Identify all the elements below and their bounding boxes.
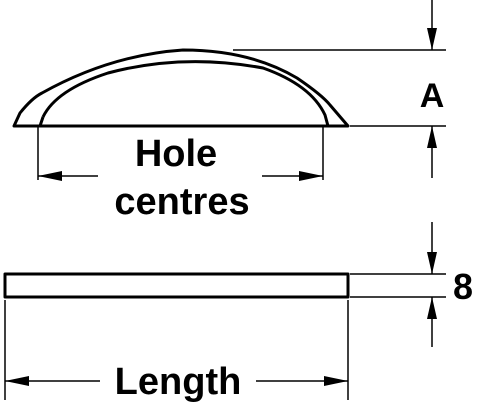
length-label: Length	[115, 361, 242, 403]
hole-centres-label-line1: Hole	[135, 133, 217, 175]
handle-side-bar	[3, 272, 350, 299]
handle-bow-outline	[12, 48, 350, 128]
dimension-a-label: A	[420, 77, 445, 115]
hole-centres-label-line2: centres	[114, 181, 249, 223]
dimension-a-arrows	[427, 0, 437, 178]
thickness-arrows	[427, 222, 437, 347]
length-dimension-line	[5, 376, 348, 386]
thickness-label: 8	[453, 266, 473, 307]
hole-centres-dimension-line	[38, 171, 323, 181]
